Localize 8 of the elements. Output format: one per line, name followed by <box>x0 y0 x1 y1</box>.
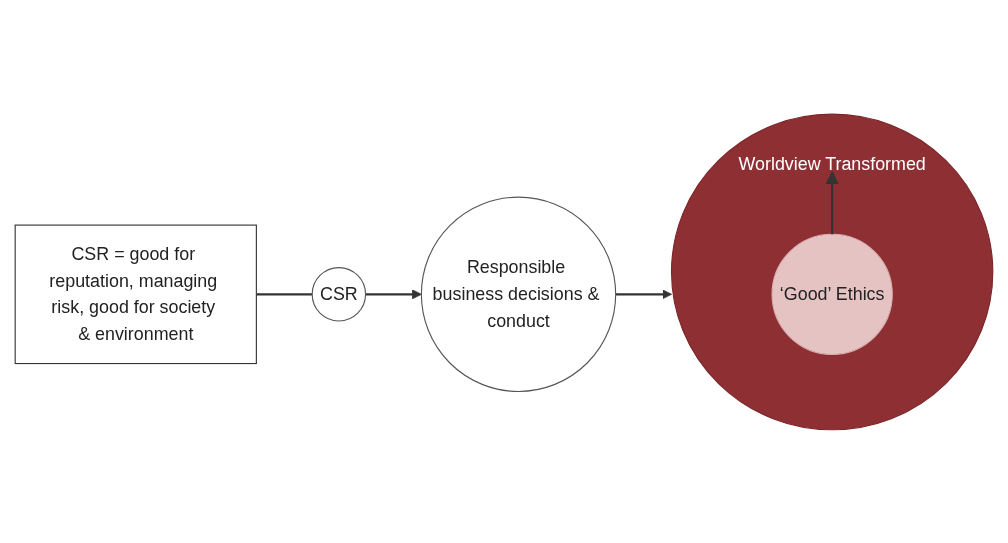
arrow <box>365 288 422 299</box>
arrow <box>615 288 672 299</box>
node-circle: ‘Good’ Ethics <box>771 233 893 355</box>
node-circle: Responsible business decisions & conduct <box>420 196 617 392</box>
arrow <box>825 170 839 234</box>
connector <box>256 292 313 295</box>
node-box: CSR = good for reputation, managing risk, good for society & environment <box>14 224 257 364</box>
node-circle: CSR <box>311 266 367 322</box>
